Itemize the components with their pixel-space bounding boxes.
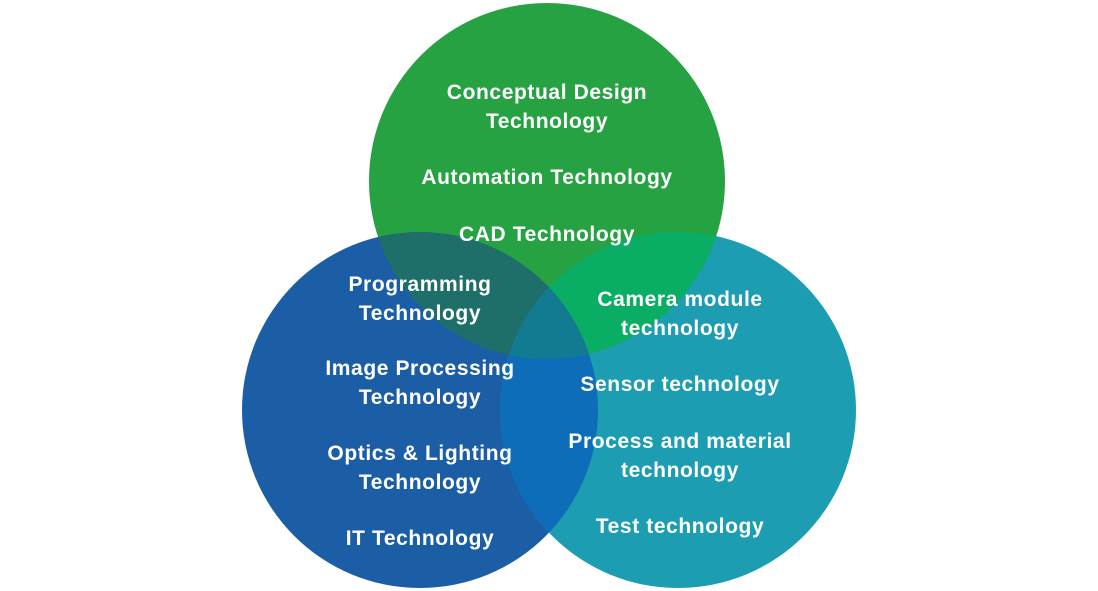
overlap-top-left — [369, 232, 598, 359]
label-cad: CAD Technology — [458, 223, 636, 246]
label-sensor: Sensor technology — [580, 373, 780, 396]
overlap-top-right — [500, 232, 725, 359]
label-automation: Automation Technology — [421, 166, 673, 189]
label-test: Test technology — [595, 515, 765, 538]
label-it: IT Technology — [345, 527, 495, 550]
